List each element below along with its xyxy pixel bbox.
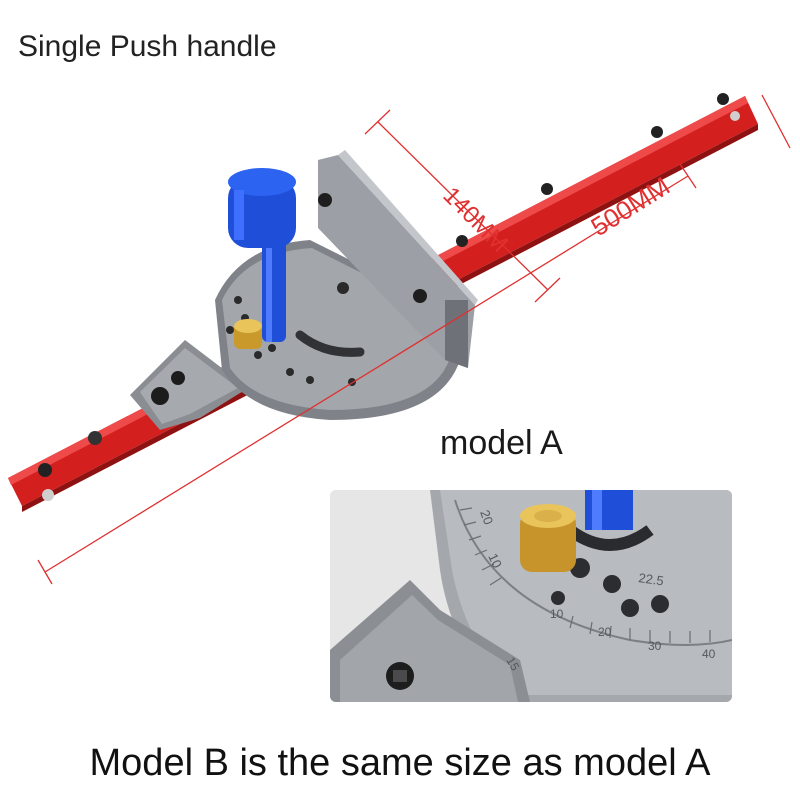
scale-mark: 15 [503,655,522,674]
pointer-arm [130,340,248,430]
scale-mark: 20 [598,625,612,639]
screw-icon [337,282,349,294]
brass-lock-knob-icon [234,319,262,349]
scale-mark: 22.5 [638,570,665,588]
model-a-label: model A [440,424,563,462]
scale-mark: 40 [702,647,716,661]
scale-mark: 20 [477,508,496,527]
detail-inset: 22.5 20 30 40 10 20 10 15 [330,490,732,702]
screw-icon [717,93,729,105]
push-knob-icon [228,168,296,342]
screw-icon [88,431,102,445]
screw-icon [541,183,553,195]
scale-mark: 10 [485,551,505,570]
title: Single Push handle [18,30,277,63]
fence-plate [318,150,478,368]
screw-icon [151,387,169,405]
detail-illustration: 22.5 20 30 40 10 20 10 15 [330,490,732,702]
brass-lock-knob-icon [520,504,576,572]
scale-mark: 30 [648,639,662,653]
screw-icon [413,289,427,303]
scale-mark: 10 [550,607,564,621]
screw-icon [456,235,468,247]
screw-icon [651,126,663,138]
caption: Model B is the same size as model A [89,742,711,784]
screw-icon [318,193,332,207]
dimension-lines [37,94,791,585]
screw-icon [171,371,185,385]
screw-icon [38,463,52,477]
